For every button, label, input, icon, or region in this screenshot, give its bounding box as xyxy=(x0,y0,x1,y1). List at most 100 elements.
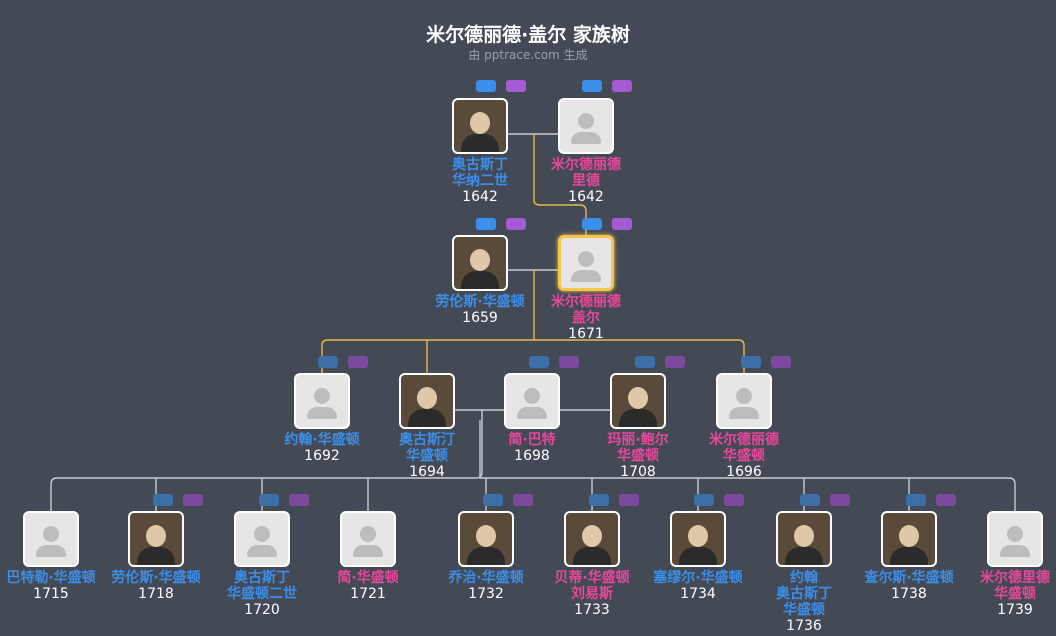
person-birth-year: 1696 xyxy=(726,464,762,480)
person-birth-year: 1718 xyxy=(138,586,174,602)
portrait-photo[interactable] xyxy=(458,511,514,567)
person-name[interactable]: 查尔斯·华盛顿 xyxy=(864,570,954,586)
expand-parent-male-button[interactable] xyxy=(259,494,279,506)
default-avatar-icon[interactable] xyxy=(558,235,614,291)
person-name[interactable]: 米尔德丽德 华盛顿 xyxy=(709,432,779,464)
person-name[interactable]: 米尔德丽德 盖尔 xyxy=(551,294,621,326)
person-birth-year: 1698 xyxy=(514,448,550,464)
expand-parent-male-button[interactable] xyxy=(529,356,549,368)
person-name[interactable]: 劳伦斯·华盛顿 xyxy=(435,294,525,310)
person-name[interactable]: 简·巴特 xyxy=(508,432,556,448)
expand-parent-female-button[interactable] xyxy=(612,218,632,230)
expand-parent-male-button[interactable] xyxy=(318,356,338,368)
expand-parent-female-button[interactable] xyxy=(936,494,956,506)
default-avatar-icon[interactable] xyxy=(987,511,1043,567)
portrait-photo[interactable] xyxy=(670,511,726,567)
person-name[interactable]: 奥古斯丁 华盛顿二世 xyxy=(227,570,297,602)
person-name[interactable]: 贝蒂·华盛顿 刘易斯 xyxy=(554,570,630,602)
portrait-photo[interactable] xyxy=(452,98,508,154)
default-avatar-icon[interactable] xyxy=(294,373,350,429)
person-birth-year: 1671 xyxy=(568,326,604,342)
expand-parent-male-button[interactable] xyxy=(906,494,926,506)
person-name[interactable]: 简·华盛顿 xyxy=(337,570,399,586)
descent-line xyxy=(479,420,1016,511)
portrait-photo[interactable] xyxy=(610,373,666,429)
person-name[interactable]: 奥古斯汀 华盛顿 xyxy=(399,432,455,464)
person-name[interactable]: 奥古斯丁 华纳二世 xyxy=(452,157,508,189)
expand-parent-male-button[interactable] xyxy=(635,356,655,368)
expand-parent-female-button[interactable] xyxy=(348,356,368,368)
portrait-photo[interactable] xyxy=(564,511,620,567)
expand-parent-male-button[interactable] xyxy=(589,494,609,506)
expand-parent-female-button[interactable] xyxy=(830,494,850,506)
person-birth-year: 1739 xyxy=(997,602,1033,618)
person-name[interactable]: 巴特勒·华盛顿 xyxy=(6,570,96,586)
person-name[interactable]: 玛丽·鲍尔 华盛顿 xyxy=(607,432,669,464)
expand-parent-male-button[interactable] xyxy=(800,494,820,506)
siblings-bar xyxy=(321,339,745,373)
expand-parent-male-button[interactable] xyxy=(483,494,503,506)
default-avatar-icon[interactable] xyxy=(234,511,290,567)
expand-parent-male-button[interactable] xyxy=(476,80,496,92)
expand-parent-female-button[interactable] xyxy=(506,80,526,92)
portrait-photo[interactable] xyxy=(128,511,184,567)
expand-parent-female-button[interactable] xyxy=(513,494,533,506)
page-subtitle: 由 pptrace.com 生成 xyxy=(468,48,588,62)
default-avatar-icon[interactable] xyxy=(23,511,79,567)
person-name[interactable]: 塞缪尔·华盛顿 xyxy=(653,570,743,586)
person-name[interactable]: 米尔德丽德 里德 xyxy=(551,157,621,189)
expand-parent-male-button[interactable] xyxy=(153,494,173,506)
expand-parent-female-button[interactable] xyxy=(612,80,632,92)
default-avatar-icon[interactable] xyxy=(558,98,614,154)
expand-parent-female-button[interactable] xyxy=(559,356,579,368)
descent-line xyxy=(50,410,483,511)
person-name[interactable]: 米尔德里德 华盛顿 xyxy=(980,570,1050,602)
expand-parent-male-button[interactable] xyxy=(694,494,714,506)
expand-parent-male-button[interactable] xyxy=(741,356,761,368)
expand-parent-male-button[interactable] xyxy=(476,218,496,230)
expand-parent-female-button[interactable] xyxy=(724,494,744,506)
portrait-photo[interactable] xyxy=(399,373,455,429)
expand-parent-female-button[interactable] xyxy=(506,218,526,230)
expand-parent-female-button[interactable] xyxy=(289,494,309,506)
portrait-photo[interactable] xyxy=(881,511,937,567)
expand-parent-female-button[interactable] xyxy=(183,494,203,506)
expand-parent-female-button[interactable] xyxy=(619,494,639,506)
expand-parent-male-button[interactable] xyxy=(582,218,602,230)
default-avatar-icon[interactable] xyxy=(340,511,396,567)
expand-parent-female-button[interactable] xyxy=(665,356,685,368)
person-birth-year: 1720 xyxy=(244,602,280,618)
expand-parent-male-button[interactable] xyxy=(582,80,602,92)
person-birth-year: 1692 xyxy=(304,448,340,464)
default-avatar-icon[interactable] xyxy=(504,373,560,429)
default-avatar-icon[interactable] xyxy=(716,373,772,429)
person-name[interactable]: 劳伦斯·华盛顿 xyxy=(111,570,201,586)
person-name[interactable]: 约翰 奥古斯丁 华盛顿 xyxy=(776,570,832,618)
portrait-photo[interactable] xyxy=(452,235,508,291)
person-name[interactable]: 约翰·华盛顿 xyxy=(284,432,360,448)
expand-parent-female-button[interactable] xyxy=(771,356,791,368)
person-birth-year: 1642 xyxy=(568,189,604,205)
person-name[interactable]: 乔治·华盛顿 xyxy=(448,570,524,586)
portrait-photo[interactable] xyxy=(776,511,832,567)
